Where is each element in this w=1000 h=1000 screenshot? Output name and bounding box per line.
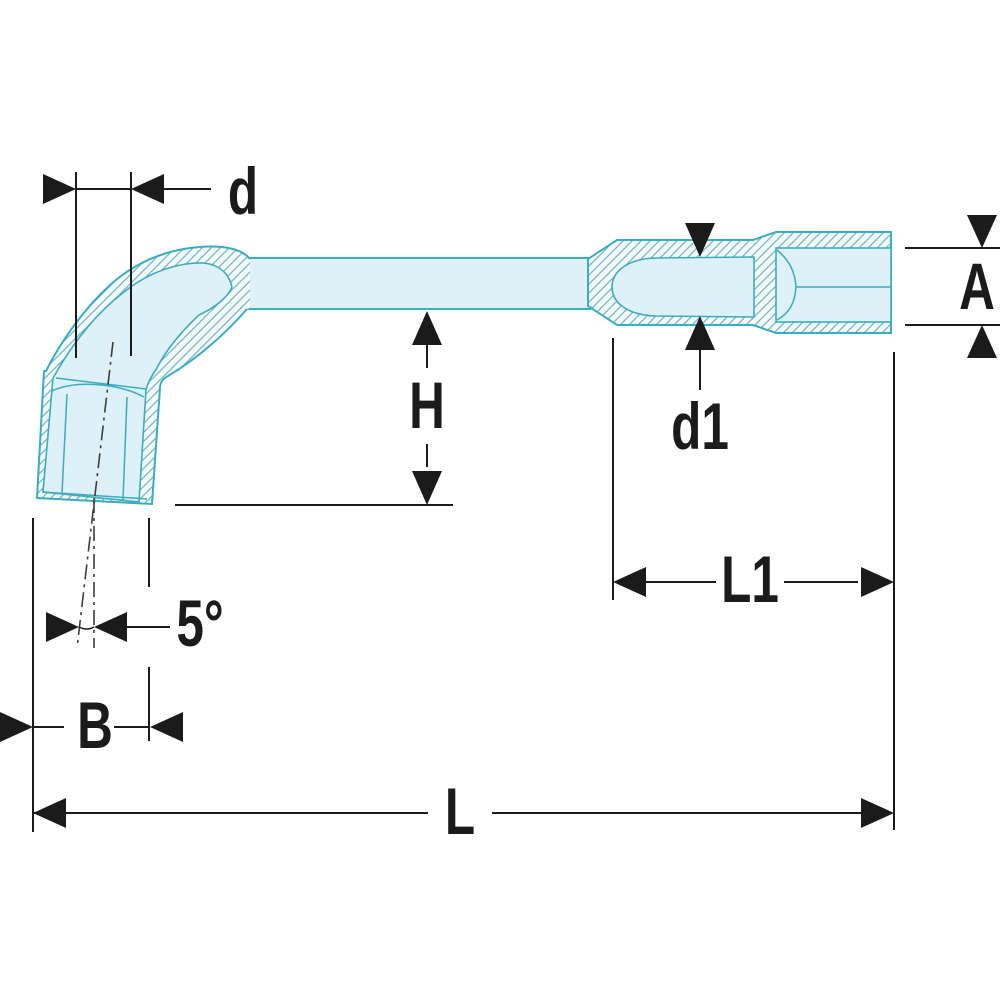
dimension-angle: 5° bbox=[46, 587, 224, 661]
dim-label-angle: 5° bbox=[176, 587, 223, 661]
arrow-L-left bbox=[33, 798, 66, 828]
wrench-right-socket bbox=[587, 231, 892, 334]
centerlines bbox=[76, 341, 114, 649]
dimension-B: B bbox=[0, 518, 183, 832]
arrow-angle-left bbox=[46, 612, 79, 642]
wrench-drawing bbox=[35, 231, 892, 506]
dim-label-A: A bbox=[959, 250, 995, 324]
arrow-B-right bbox=[150, 712, 183, 742]
dimension-A: A bbox=[905, 215, 1000, 358]
arrow-H-up bbox=[412, 311, 442, 345]
arrow-angle-right bbox=[94, 612, 127, 642]
arrow-B-left bbox=[0, 712, 33, 742]
arrow-L1-left bbox=[613, 567, 646, 597]
dim-label-d1: d1 bbox=[671, 390, 729, 464]
dimension-L1: L1 bbox=[612, 338, 895, 830]
dimension-d1: d1 bbox=[671, 223, 729, 464]
dimension-L: L bbox=[33, 775, 894, 849]
arrow-A-bottom bbox=[967, 325, 997, 358]
dimension-d: d bbox=[43, 155, 258, 358]
dim-label-L1: L1 bbox=[721, 543, 779, 617]
dim-label-L: L bbox=[445, 775, 475, 849]
arrow-L-right bbox=[861, 798, 894, 828]
arrow-d1-up bbox=[685, 316, 715, 350]
dimensions: d A H d1 L1 bbox=[0, 155, 1000, 849]
arrow-H-down bbox=[412, 471, 442, 505]
dim-label-B: B bbox=[77, 689, 113, 763]
arrow-d1-down bbox=[685, 223, 715, 257]
arrow-d-left bbox=[43, 174, 76, 204]
wrench-left-socket bbox=[35, 245, 251, 506]
arrow-A-top bbox=[967, 215, 997, 248]
dim-label-H: H bbox=[409, 369, 445, 443]
arrow-L1-right bbox=[861, 567, 894, 597]
wrench-shaft bbox=[244, 257, 592, 310]
arrow-d-right bbox=[131, 174, 164, 204]
dimension-H: H bbox=[175, 311, 453, 506]
socket-axis-centerline bbox=[76, 341, 114, 649]
dim-label-d: d bbox=[228, 155, 258, 229]
